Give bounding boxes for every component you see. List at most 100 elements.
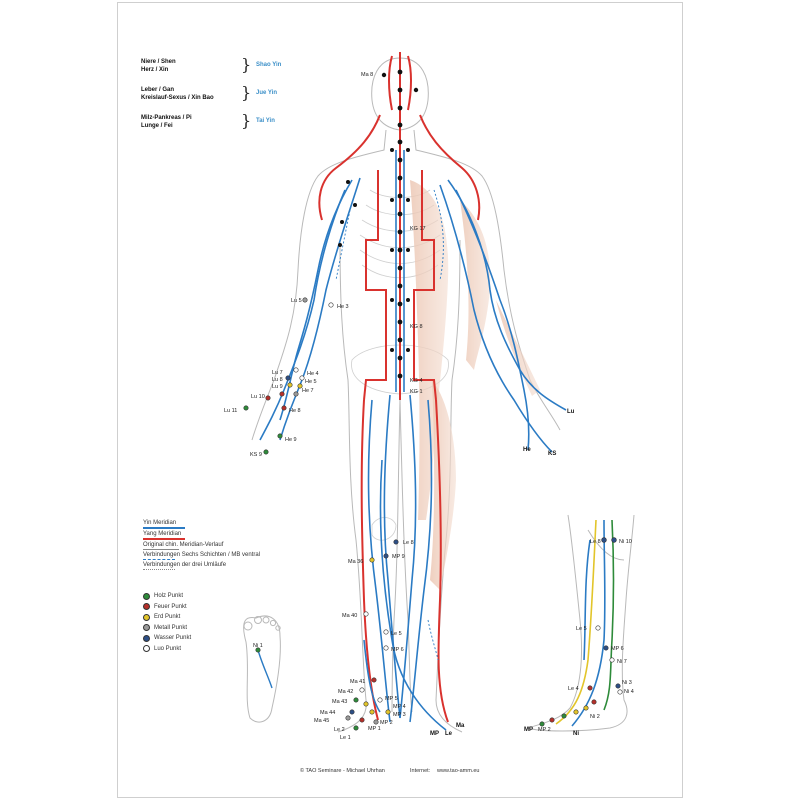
- muscle-shading: [410, 180, 540, 590]
- label-le8: Le 8: [403, 540, 414, 546]
- label-lu10: Lu 10: [251, 394, 265, 400]
- group-name-tai-yin: Tai Yin: [256, 118, 275, 124]
- foot-sole-meridian: [257, 649, 273, 689]
- label-ni2: Ni 2: [590, 714, 600, 720]
- legend-yang: Yang Meridian: [143, 529, 260, 540]
- label-ma36: Ma 36: [348, 559, 363, 565]
- legend-six-layers: Verbindungen Sechs Schichten / MB ventra…: [143, 550, 260, 560]
- group-name-jue-yin: Jue Yin: [256, 90, 278, 96]
- legend-yang-label: Yang Meridian: [143, 531, 182, 537]
- organ-label: Milz-Pankreas / Pi: [141, 115, 192, 121]
- side-leg-meridians: [555, 519, 615, 727]
- footer-website: www.tao-amm.eu: [437, 768, 480, 774]
- footer-copyright: © TAO Seminare - Michael Uhrhan: [300, 768, 385, 774]
- legend-three-circuits: Verbindungen der drei Umläufe: [143, 560, 260, 570]
- label-he9: He 9: [285, 437, 297, 443]
- legend-wasser-label: Wasser Punkt: [154, 635, 192, 641]
- label-lu5: Lu 5: [291, 298, 302, 304]
- label-ma40: Ma 40: [342, 613, 357, 619]
- label-lu8: Lu 8: [272, 377, 283, 383]
- yin-meridians: [259, 150, 567, 731]
- label-lu9: Lu 9: [272, 384, 283, 390]
- label-ks9: KS 9: [250, 452, 262, 458]
- legend-metall-label: Metall Punkt: [154, 624, 188, 631]
- organ-label: Leber / Gan: [141, 87, 175, 93]
- center-points: [338, 69, 419, 379]
- dot-icon: [143, 603, 150, 611]
- dashed-connections: [335, 189, 444, 661]
- label-le8-side: Le 8: [590, 539, 601, 545]
- label-le5: Le 5: [391, 631, 402, 637]
- legend-six-layers-label: Verbindungen Sechs Schichten / MB ventra…: [143, 552, 261, 558]
- legend-original-swatch: [143, 549, 179, 550]
- ni1-point: [255, 647, 261, 653]
- label-mp9: MP 9: [392, 554, 405, 560]
- label-he3: He 3: [337, 304, 349, 310]
- organ-label: Niere / Shen: [141, 59, 176, 65]
- brace-icon: }: [241, 55, 252, 74]
- dot-icon: [143, 624, 150, 632]
- dot-icon: [143, 613, 150, 621]
- group-tai-yin-organs: Milz-Pankreas / Pi Lunge / Fei: [141, 114, 192, 130]
- legend-three-circuits-label: Verbindungen der drei Umläufe: [143, 562, 227, 568]
- label-mp2-side: MP 2: [538, 727, 551, 733]
- label-ma42: Ma 42: [338, 689, 353, 695]
- dot-icon: [143, 645, 150, 653]
- brace-icon: }: [241, 111, 252, 130]
- organ-label: Lunge / Fei: [141, 123, 173, 129]
- legend-holz-label: Holz Punkt: [154, 593, 184, 599]
- label-ma8: Ma 8: [361, 72, 373, 78]
- legend-three-circuits-swatch: [143, 569, 175, 570]
- legend-luo: Luo Punkt: [143, 644, 191, 655]
- label-ma43: Ma 43: [332, 699, 347, 705]
- legend-yin-label: Yin Meridian: [143, 520, 177, 526]
- arm-points: [243, 297, 334, 455]
- label-ks-end: KS: [548, 451, 556, 457]
- label-ma45: Ma 45: [314, 718, 329, 724]
- side-leg-inset: [526, 514, 635, 732]
- label-mp-side: MP: [524, 727, 533, 733]
- label-lu11: Lu 11: [224, 408, 237, 414]
- organ-label: Herz / Xin: [141, 67, 169, 73]
- organ-label: Kreislauf-Sexus / Xin Bao: [141, 95, 214, 101]
- label-ni4: Ni 4: [624, 689, 634, 695]
- label-kg17: KG 17: [410, 226, 426, 232]
- legend-six-layers-swatch: [143, 559, 175, 560]
- leg-points: [345, 539, 399, 731]
- legend-luo-label: Luo Punkt: [154, 645, 182, 652]
- label-ni1: Ni 1: [253, 643, 263, 649]
- label-ma41: Ma 41: [350, 679, 365, 685]
- label-kg8: KG 8: [410, 324, 423, 330]
- label-ni-end: Ni: [573, 731, 579, 737]
- dot-icon: [143, 634, 150, 642]
- legend-wasser: Wasser Punkt: [143, 633, 191, 644]
- label-mp3: MP 3: [393, 712, 406, 718]
- label-le5-side: Le 5: [576, 626, 587, 632]
- label-he-end: He: [523, 447, 531, 453]
- label-mp1: MP 1: [368, 726, 381, 732]
- label-lu-end: Lu: [567, 409, 575, 415]
- group-name-shao-yin: Shao Yin: [256, 62, 282, 68]
- legend-feuer: Feuer Punkt: [143, 602, 191, 613]
- legend-erd: Erd Punkt: [143, 612, 191, 623]
- label-ma-end: Ma: [456, 723, 465, 729]
- label-mp6-side: MP 6: [611, 646, 624, 652]
- label-ni10: Ni 10: [619, 539, 632, 545]
- point-labels: Ma 8 KG 17 KG 8 KG 4 KG 1 Lu 5 He 3 Lu 7…: [224, 72, 634, 741]
- label-ma44: Ma 44: [320, 710, 335, 716]
- label-he7: He 7: [302, 388, 314, 394]
- group-jue-yin-organs: Leber / Gan Kreislauf-Sexus / Xin Bao: [141, 86, 214, 102]
- side-leg-points: [539, 537, 623, 727]
- label-le1: Le 1: [340, 735, 351, 741]
- label-he4: He 4: [307, 371, 319, 377]
- label-le4: Le 4: [568, 686, 579, 692]
- label-mp2: MP 2: [380, 720, 393, 726]
- label-he5: He 5: [305, 379, 317, 385]
- legend-feuer-label: Feuer Punkt: [154, 603, 187, 610]
- label-lu7: Lu 7: [272, 370, 283, 376]
- label-mp5: MP 5: [385, 696, 398, 702]
- label-mp-end: MP: [430, 731, 439, 737]
- label-ni3: Ni 3: [622, 680, 632, 686]
- legend-original-label: Original chin. Meridian-Verlauf: [143, 542, 224, 548]
